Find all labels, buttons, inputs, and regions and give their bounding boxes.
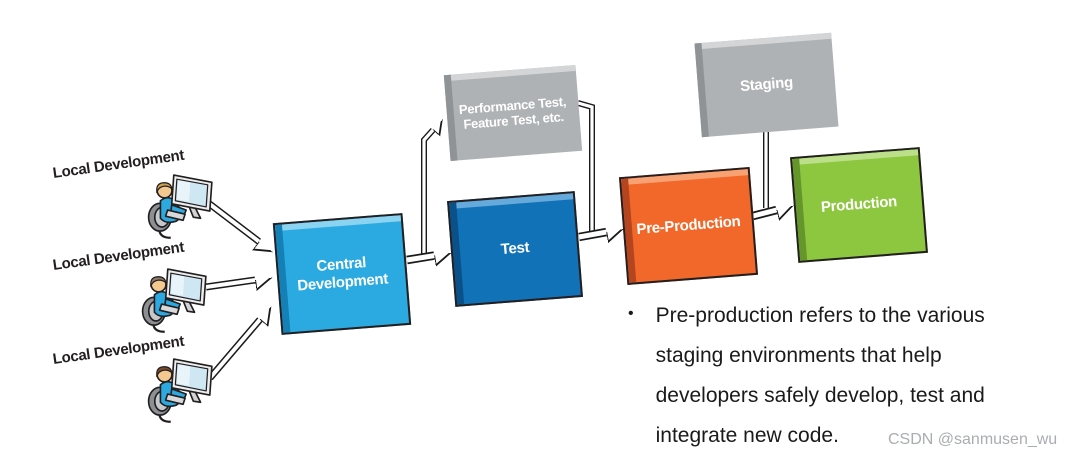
note-line: staging environments that help	[655, 344, 942, 367]
stage-pre-production: Pre-Production	[618, 167, 759, 285]
stage-staging: Staging	[694, 32, 839, 138]
pre-production-note: • Pre-production refers to the various s…	[628, 296, 985, 456]
stage-test: Test	[447, 191, 583, 307]
stage-label: Production	[820, 193, 898, 217]
note-line: developers safely develop, test and	[655, 384, 985, 407]
arrow-dev2-to-central	[205, 280, 255, 287]
arrow-preproduction-to-production	[751, 210, 777, 216]
stage-label: Pre-Production	[635, 213, 742, 239]
channel-performance-test-down	[577, 100, 595, 234]
developer-at-computer-icon	[147, 357, 215, 429]
note-line: integrate new code.	[655, 424, 839, 447]
developer-at-computer-icon	[147, 173, 215, 245]
arrow-test-to-preproduction	[578, 232, 606, 237]
csdn-watermark: CSDN @sanmusen_wu	[888, 431, 1058, 448]
note-line: Pre-production refers to the various	[655, 304, 985, 327]
channel-test-to-performance-test	[421, 130, 433, 258]
stage-performance-feature-test: Performance Test,Feature Test, etc.	[443, 64, 583, 162]
developer-at-computer-icon	[141, 267, 209, 339]
arrow-central-to-test	[406, 256, 434, 260]
note-text: Pre-production refers to the various sta…	[656, 296, 985, 456]
arrow-dev3-to-central	[207, 320, 260, 381]
stage-production: Production	[790, 147, 928, 263]
arrow-dev1-to-central	[204, 199, 259, 242]
stage-label: Staging	[739, 74, 794, 96]
stage-label: Test	[500, 239, 530, 259]
bullet-point: •	[628, 305, 634, 322]
